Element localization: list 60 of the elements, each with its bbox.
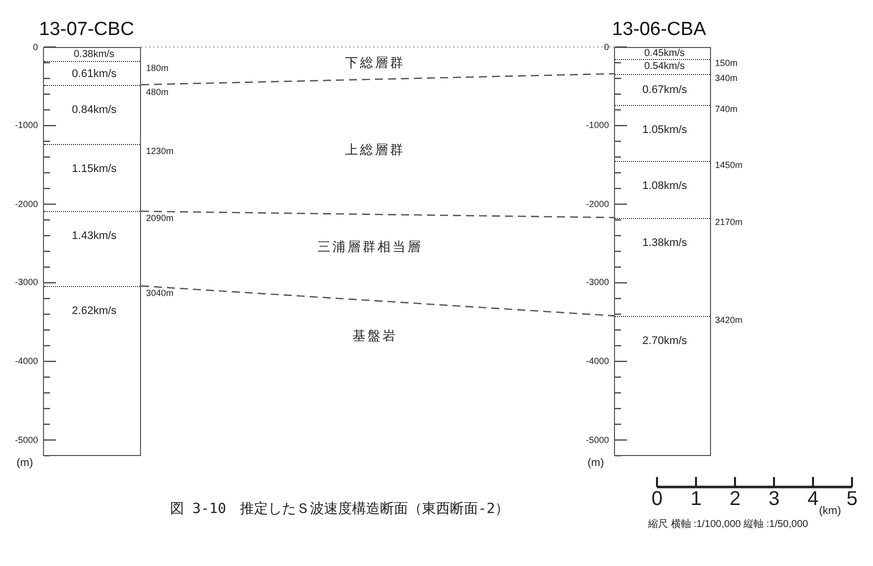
scale-number: 4	[807, 489, 819, 509]
scale-number: 5	[846, 489, 858, 509]
velocity-label: 0.84km/s	[72, 104, 117, 116]
velocity-layer	[44, 48, 140, 62]
depth-tick-label: -1000	[14, 121, 38, 130]
scale-number: 1	[690, 489, 702, 509]
depth-tick-label: -1000	[586, 121, 609, 130]
velocity-label: 1.15km/s	[72, 162, 117, 175]
scale-number: 0	[651, 489, 663, 509]
velocity-label: 0.45km/s	[644, 48, 685, 59]
depth-label: 1450m	[715, 160, 743, 170]
velocity-label: 0.67km/s	[642, 84, 688, 96]
depth-tick-label: 0	[32, 42, 38, 52]
depth-tick-label: -5000	[586, 436, 609, 444]
depth-label: 3420m	[715, 314, 743, 325]
velocity-label: 1.05km/s	[642, 124, 688, 136]
scale-number: 2	[729, 489, 741, 509]
column-title: 13-06-CBA	[612, 19, 706, 41]
formation-label: 三浦層群相当層	[318, 240, 422, 252]
scale-note: 縮尺 横軸 :1/100,000 縦軸 :1/50,000	[648, 520, 808, 530]
depth-label: 150m	[715, 58, 738, 68]
depth-tick-label: -2000	[14, 200, 38, 209]
depth-label: 3040m	[146, 288, 174, 298]
correlation-line	[140, 73, 614, 86]
depth-label: 2170m	[715, 216, 743, 227]
depth-label: 480m	[146, 86, 169, 97]
depth-tick-label: -2000	[586, 200, 609, 209]
depth-label: 340m	[715, 72, 738, 83]
depth-tick-label: -4000	[586, 356, 609, 366]
correlation-line	[140, 285, 614, 316]
velocity-label: 0.54km/s	[644, 62, 685, 72]
depth-tick-label: -3000	[14, 278, 38, 288]
column-title: 13-07-CBC	[39, 19, 134, 41]
velocity-layer	[615, 48, 710, 60]
unit-label: (m)	[16, 458, 33, 468]
depth-tick-label: -4000	[14, 356, 38, 366]
correlation-line	[141, 210, 614, 218]
scale-number: 3	[768, 489, 780, 509]
depth-tick-label: 0	[604, 42, 609, 52]
velocity-label: 2.70km/s	[642, 334, 688, 347]
correlation-line	[140, 46, 614, 48]
velocity-label: 1.08km/s	[642, 180, 688, 192]
velocity-label: 0.61km/s	[72, 68, 117, 80]
depth-label: 2090m	[146, 213, 174, 224]
depth-label: 1230m	[146, 146, 174, 156]
velocity-layer	[615, 60, 710, 75]
figure-caption: 図 3-10 推定したＳ波速度構造断面（東西断面-2）	[170, 500, 510, 518]
formation-label: 上総層群	[345, 142, 405, 156]
depth-tick-label: -5000	[14, 436, 38, 444]
depth-tick-label: -3000	[586, 278, 609, 288]
velocity-label: 0.38km/s	[74, 50, 114, 60]
depth-label: 740m	[715, 104, 738, 114]
formation-label: 下総層群	[345, 56, 405, 68]
velocity-label: 1.38km/s	[642, 236, 688, 249]
depth-label: 180m	[146, 63, 169, 74]
velocity-label: 2.62km/s	[72, 304, 117, 317]
unit-label: (m)	[588, 458, 604, 468]
formation-label: 基盤岩	[352, 328, 398, 342]
velocity-label: 1.43km/s	[72, 230, 117, 242]
unit-label: (km)	[819, 506, 841, 516]
